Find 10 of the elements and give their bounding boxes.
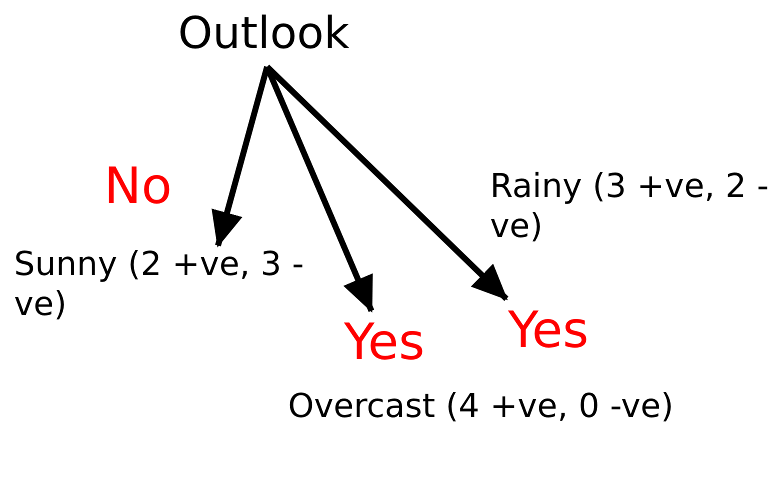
arrow	[264, 66, 374, 313]
branch-label: Rainy (3 +ve, 2 -ve)	[490, 166, 770, 246]
class-label: No	[104, 156, 172, 216]
root-attribute-label: Outlook	[178, 8, 350, 61]
branch-label: Sunny (2 +ve, 3 -ve)	[14, 244, 314, 324]
class-label: Yes	[508, 300, 589, 360]
arrow	[212, 66, 270, 248]
branch-label: Overcast (4 +ve, 0 -ve)	[288, 386, 674, 426]
arrow	[265, 64, 508, 301]
class-label: Yes	[344, 312, 425, 372]
